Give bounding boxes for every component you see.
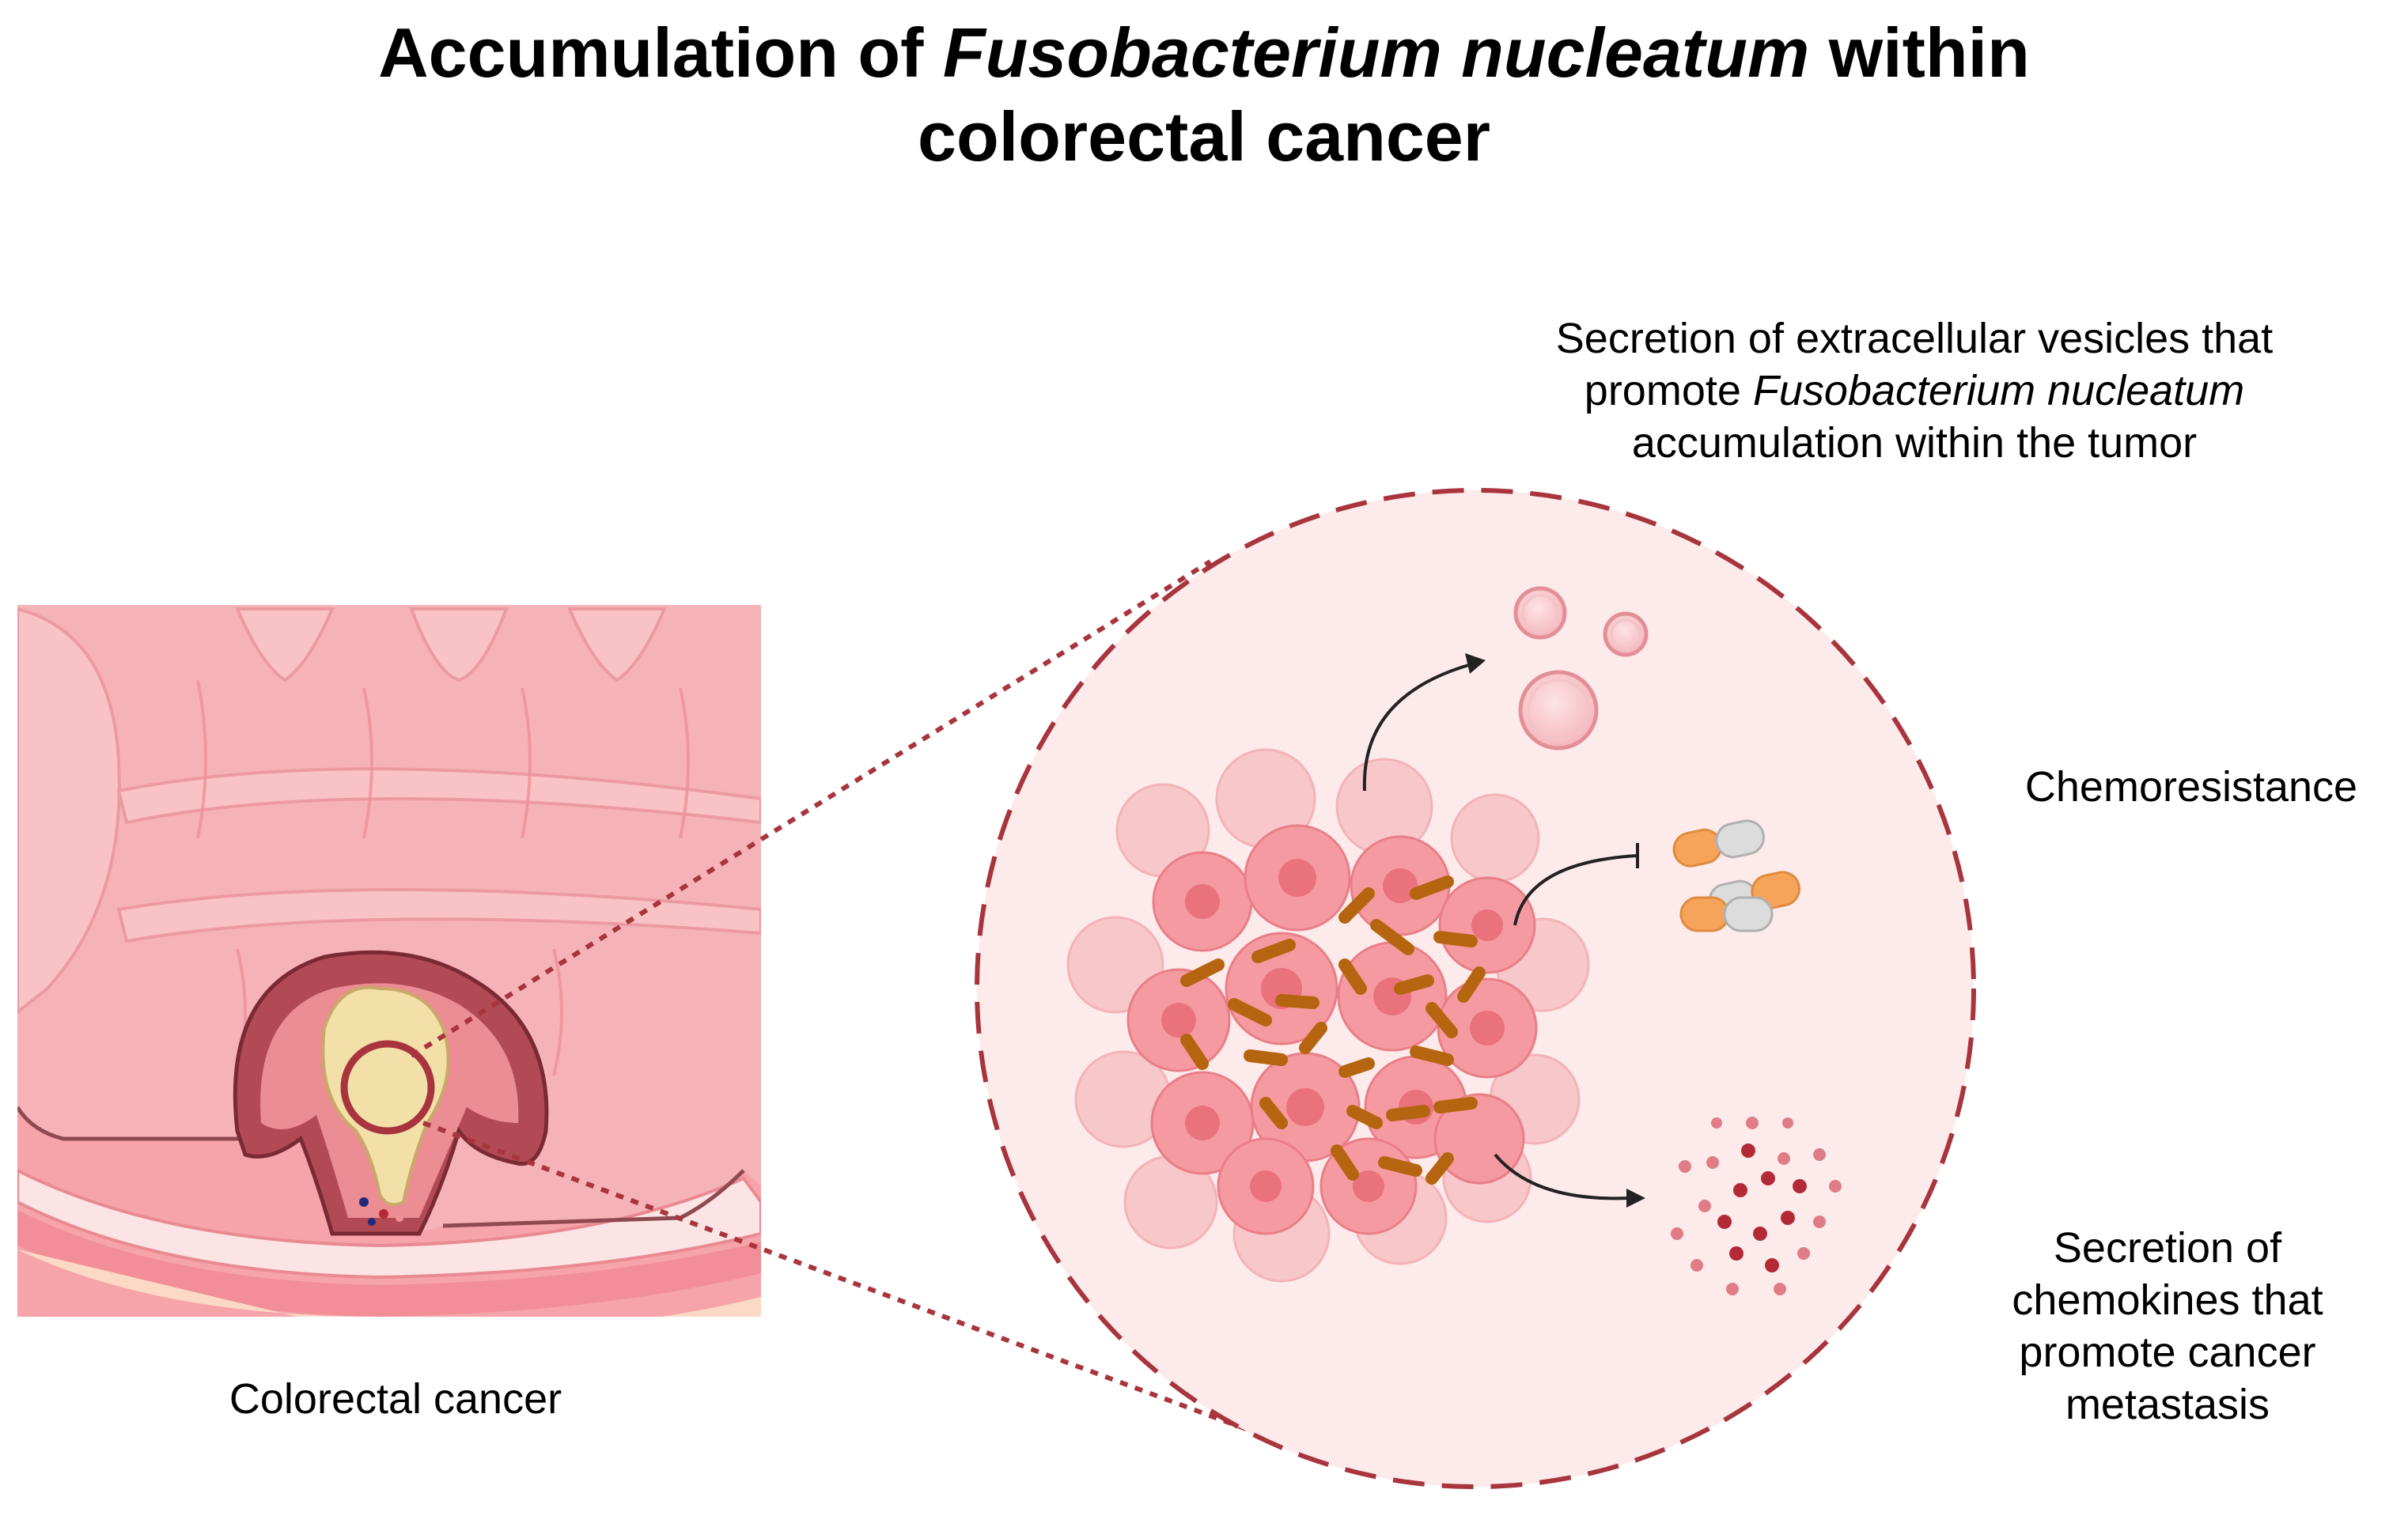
arrow-icon [1362, 663, 1630, 1200]
capsule-icon [1672, 819, 1800, 932]
vesicles-line2-prefix: promote [1584, 367, 1753, 414]
title-suffix: within [1809, 13, 2030, 92]
colorectal-cancer-label: Colorectal cancer [158, 1373, 633, 1425]
colorectal-cancer-text: Colorectal cancer [229, 1375, 562, 1423]
arrow-head-icon [1626, 1189, 1645, 1208]
title-line2: colorectal cancer [918, 97, 1490, 176]
chemokines-label: Secretion of chemokines that promote can… [1954, 1222, 2381, 1431]
chemokines-line3: promote cancer [2019, 1329, 2316, 1376]
chemoresistance-text: Chemoresistance [2024, 763, 2358, 811]
title-prefix: Accumulation of [378, 13, 943, 92]
chemokine-icon [1671, 1117, 1842, 1295]
vesicles-label: Secretion of extracellular vesicles that… [1456, 312, 2373, 469]
vesicles-line3: accumulation within the tumor [1631, 419, 2198, 467]
page-title: Accumulation of Fusobacterium nucleatum … [0, 11, 2408, 179]
arrow-head-icon [1465, 653, 1486, 674]
chemokines-line2: chemokines that [2012, 1276, 2323, 1324]
tumor-cluster-icon [1066, 748, 1590, 1283]
chemokines-line4: metastasis [2065, 1381, 2270, 1428]
chemokines-line1: Secretion of [2053, 1224, 2282, 1272]
vesicles-line2-species: Fusobacterium nucleatum [1752, 367, 2245, 414]
vesicles-line2: promote Fusobacterium nucleatum [1456, 365, 2373, 417]
colon-tissue-icon [17, 605, 761, 1317]
zoom-connector [410, 559, 1275, 1442]
title-species: Fusobacterium nucleatum [942, 13, 1810, 92]
inhibition-arrow-icon [1513, 843, 1639, 926]
vesicles-line1: Secretion of extracellular vesicles that [1555, 315, 2274, 362]
chemoresistance-label: Chemoresistance [1986, 761, 2397, 813]
bacteria-icon [1180, 875, 1486, 1185]
